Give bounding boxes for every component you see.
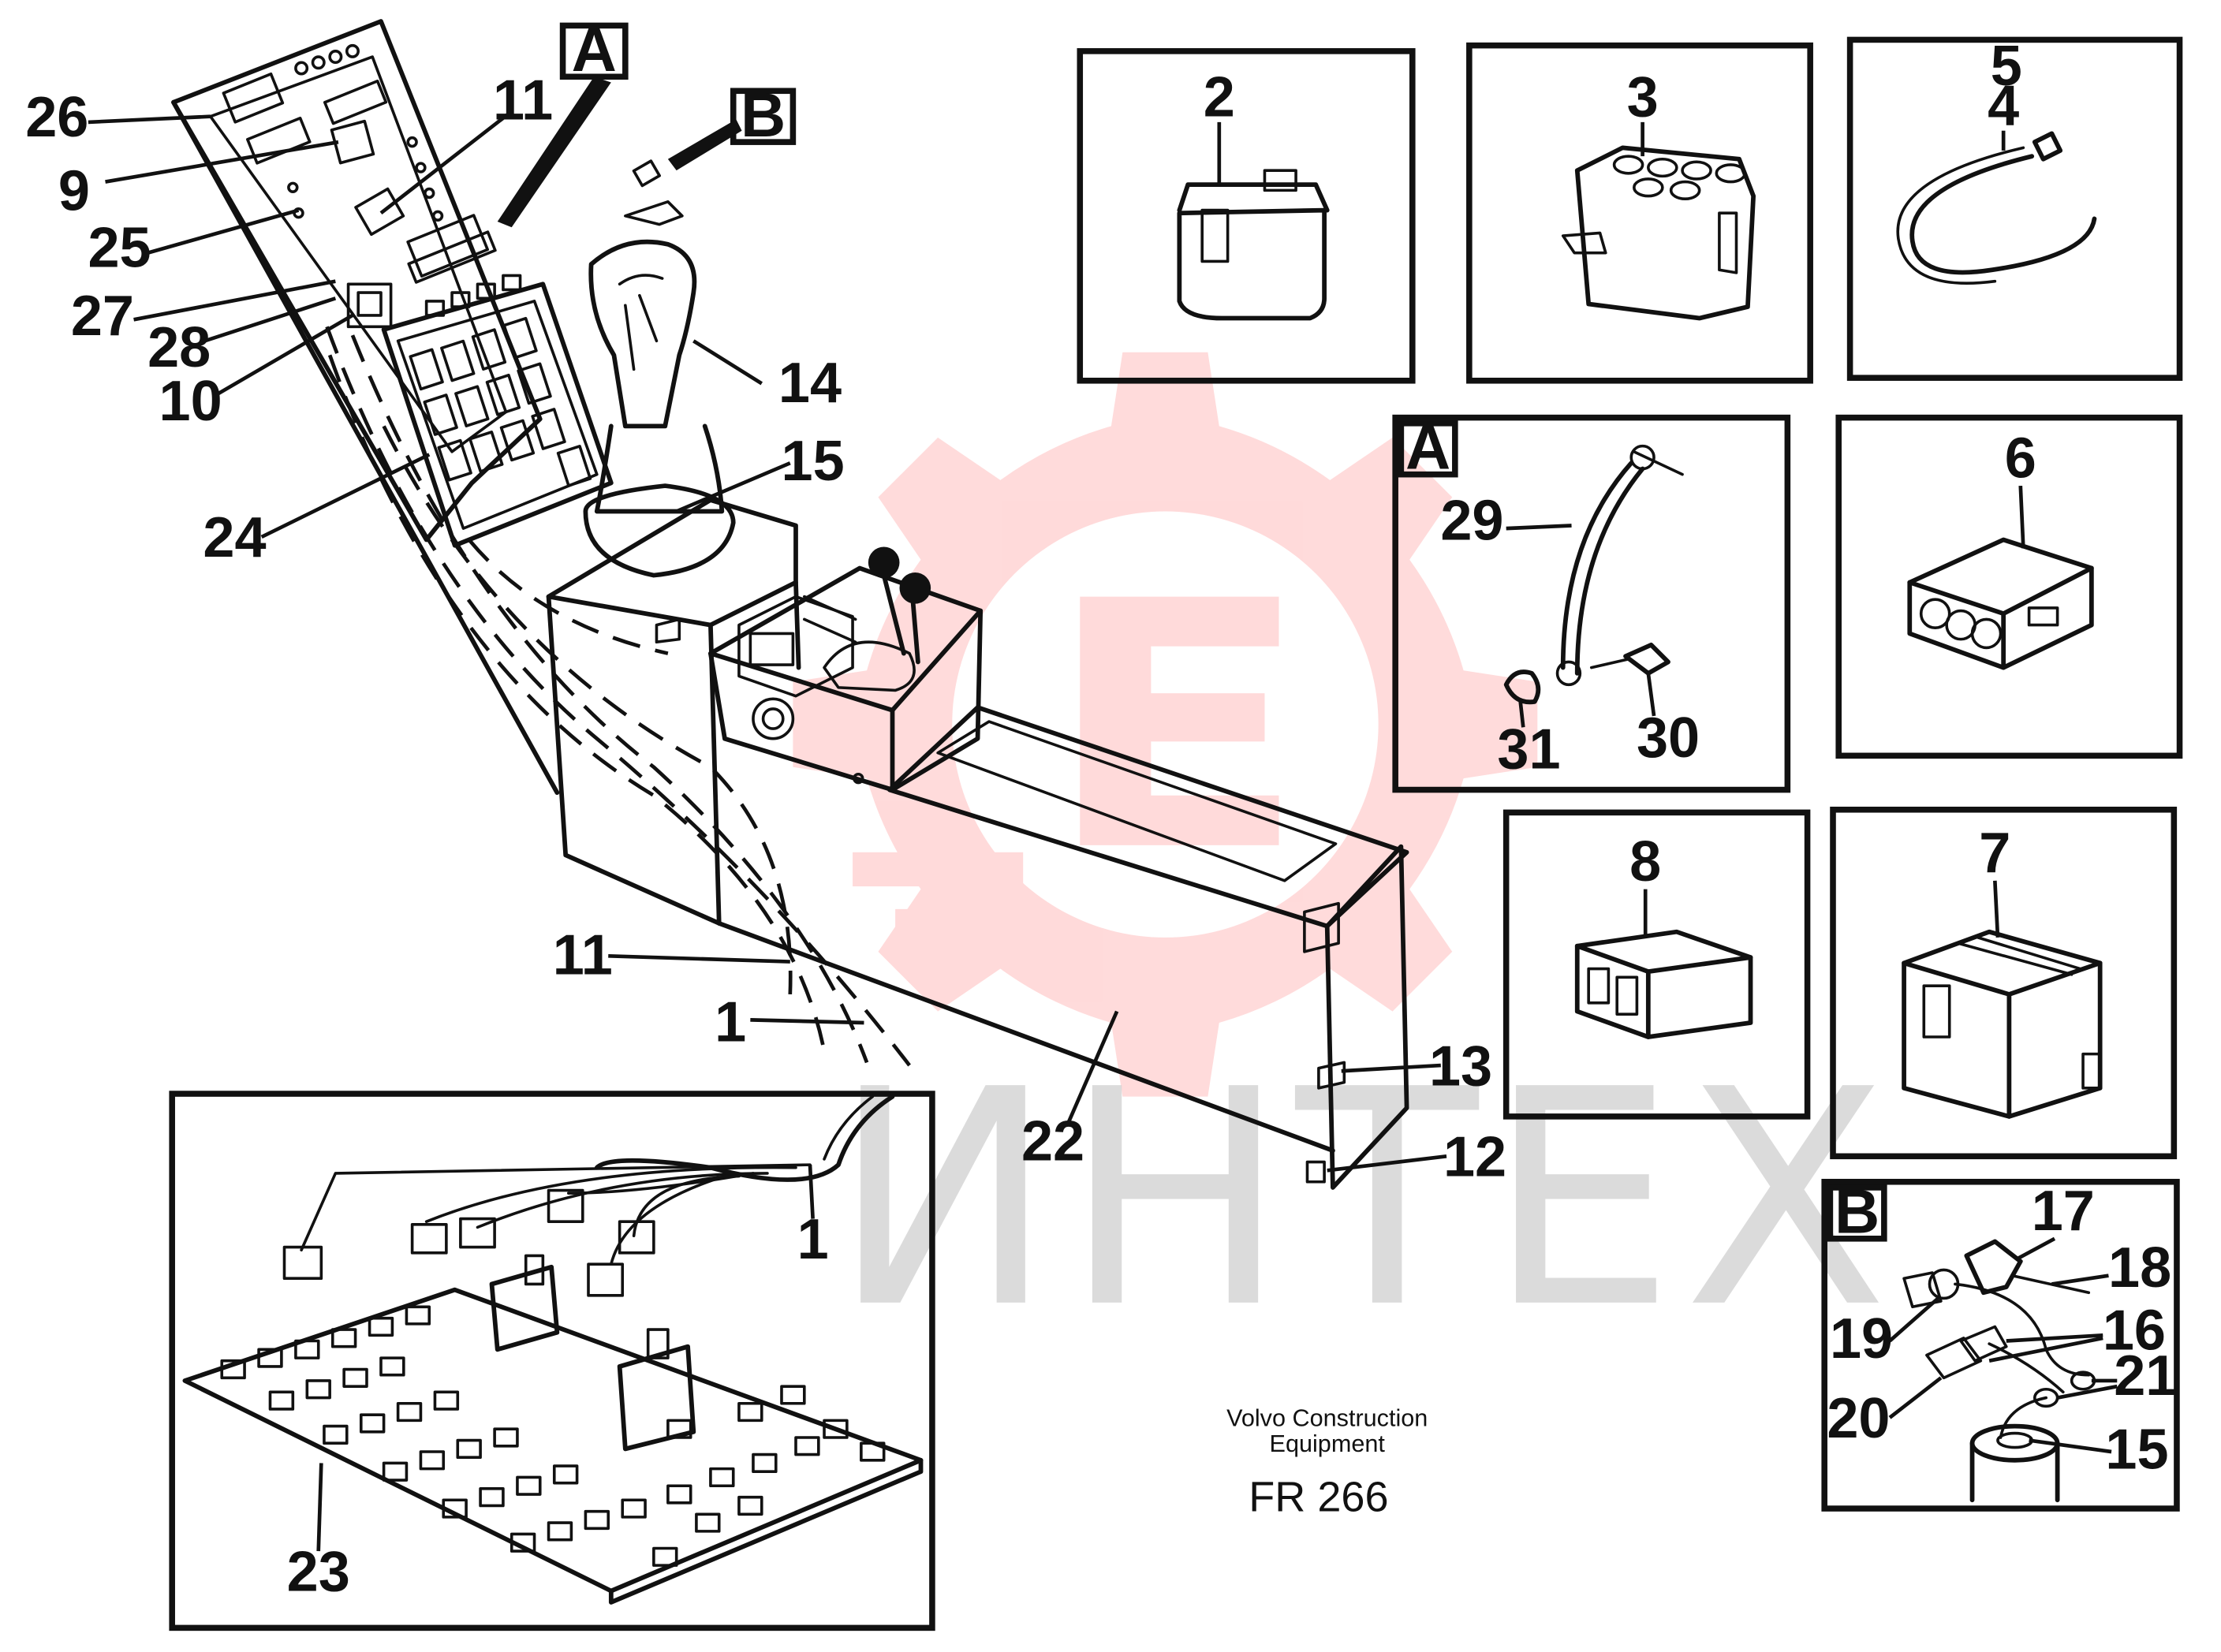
inset-part-2: 2 [1077,48,1416,384]
callout-22: 22 [1021,1110,1084,1173]
gear-logo-icon [793,352,1538,1097]
svg-text:B: B [741,80,786,150]
inset-part-4-5: 5 4 [1846,35,2183,381]
drawing-code: FR 266 [1249,1474,1388,1521]
panel-connector-9 [330,119,375,165]
callout-18: 18 [2108,1236,2171,1300]
part-13-clip [1317,1061,1346,1090]
switch-panel [381,274,614,548]
instrument-panel-outline [171,19,543,543]
panel-connector-11 [354,187,405,237]
callout-2: 2 [1204,66,1235,129]
callout-30: 30 [1637,707,1700,770]
board-components [220,1305,886,1567]
inset-a-ground-strap: A 29 31 30 [1392,412,1791,793]
callout-5: 5 [1991,35,2022,98]
callout-10: 10 [159,370,222,433]
inset-part-8: 8 [1502,809,1811,1120]
callout-26: 26 [25,86,88,149]
lever-knob-icon [868,546,900,579]
joystick [583,159,736,644]
main-callouts: 26 9 25 27 28 10 11 24 14 15 11 1 22 13 … [25,69,1506,1188]
callout-25: 25 [88,217,151,280]
callout-6: 6 [2005,427,2036,490]
armrest-connector [1303,901,1340,953]
callout-11: 11 [493,69,553,132]
control-console [171,19,1409,1190]
callout-24: 24 [203,506,266,569]
callout-16: 16 [2103,1299,2166,1362]
wiring-harness-dashed [325,326,911,1067]
board-relay-2 [617,1344,696,1452]
callout-leaders [88,112,1447,1173]
callout-17: 17 [2032,1180,2095,1243]
indicator-cluster [222,43,497,284]
console-housing [546,498,1409,1190]
watermark-text: ИНТЕХ [831,1027,1897,1374]
maker-line-2: Equipment [1270,1430,1386,1457]
inset-part-3: 3 [1466,42,1813,384]
callout-27: 27 [71,285,134,348]
inset-b-joystick-wiring: B 17 18 19 16 20 21 15 [1821,1177,2180,1512]
callout-15: 15 [782,430,845,493]
drawing-footer: Volvo Construction Equipment FR 266 [1226,1405,1428,1521]
inset-a-label: A [1405,412,1450,482]
callout-12: 12 [1443,1126,1506,1189]
callout-14: 14 [778,352,842,415]
panel-connector-10 [346,282,393,329]
callout-1: 1 [715,990,746,1053]
watermark: ИНТЕХ [793,352,1897,1374]
inset-part-7: 7 [1830,807,2178,1160]
maker-line-1: Volvo Construction [1226,1405,1428,1432]
lever-knob-icon-2 [899,572,931,604]
part-17-button [1964,1239,2023,1296]
joystick-top-button [624,200,684,226]
callout-3: 3 [1627,66,1659,129]
callout-28: 28 [147,316,211,379]
callout-19: 19 [1830,1307,1893,1370]
callout-29: 29 [1440,490,1503,553]
callout-9: 9 [58,160,90,223]
inset-marker-a: A [497,14,629,228]
callout-4: 4 [1988,75,2019,138]
callout-7: 7 [1979,822,2010,885]
svg-text:A: A [572,14,617,84]
inset-marker-b: B [667,80,797,171]
callout-20: 20 [1827,1387,1890,1450]
circuit-board-inset: 1 23 [169,1091,935,1631]
callout-11-lower: 11 [553,924,613,987]
inset-b-label: B [1835,1177,1879,1247]
callout-13: 13 [1429,1035,1492,1098]
board-relay-1 [489,1264,560,1352]
callout-21: 21 [2114,1344,2177,1408]
inset-part-6: 6 [1835,414,2183,759]
part-12-fuse [1305,1160,1326,1184]
callout-15-inset: 15 [2105,1419,2168,1482]
callout-8: 8 [1629,830,1661,893]
harness-plugs [282,1188,655,1297]
callout-31: 31 [1497,718,1560,781]
